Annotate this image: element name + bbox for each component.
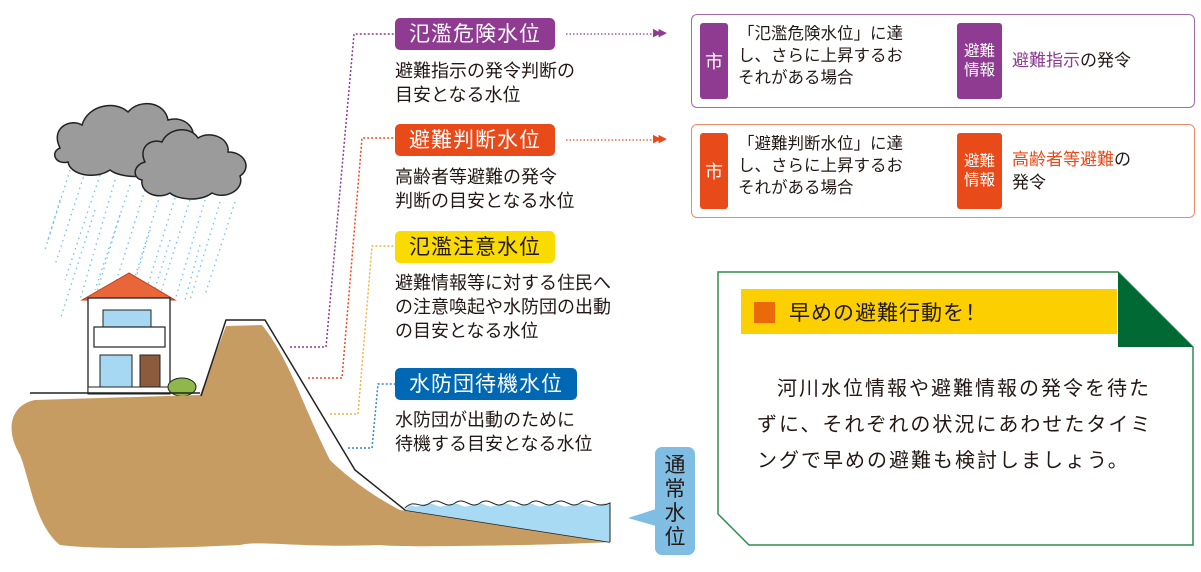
desc-line: 高齢者等避難の発令 [395, 167, 557, 188]
condition-line: し、さらに上昇するお [738, 156, 903, 175]
info-label-line: 情報 [963, 171, 995, 189]
rain [44, 169, 236, 321]
desc-line: の目安となる水位 [395, 321, 539, 342]
tag-char: 常 [664, 477, 686, 501]
normal-water-level-tag: 通 常 水 位 [655, 447, 695, 555]
info-label-line: 情報 [963, 61, 995, 79]
alert-result: 避難指示の発令 [1012, 50, 1131, 73]
result-line2: 発令 [1012, 173, 1046, 193]
square-bullet-icon [754, 302, 775, 323]
level-desc-flood-danger: 避難指示の発令判断の 目安となる水位 [395, 60, 575, 108]
condition-line: それがある場合 [738, 178, 854, 197]
city-badge: 市 [700, 133, 728, 209]
condition-line: し、さらに上昇するお [738, 46, 903, 65]
note-body: 河川水位情報や避難情報の発令を待たずに、それぞれの状況にあわせたタイミングで早め… [757, 376, 1153, 472]
double-arrow-icon: ▶▶ [653, 132, 667, 145]
info-label-line: 避難 [963, 42, 995, 60]
level-badge-standby: 水防団待機水位 [395, 368, 577, 400]
note-fold [1118, 272, 1193, 347]
tag-char: 通 [664, 453, 686, 477]
condition-line: 「氾濫危険水位」に達 [738, 24, 903, 43]
note-title: 早めの避難行動を！ [789, 301, 987, 325]
condition-line: それがある場合 [738, 68, 854, 87]
house-icon [30, 272, 200, 397]
double-arrow-icon: ▶▶ [653, 26, 667, 39]
tag-char: 水 [664, 501, 686, 525]
level-desc-flood-warning: 避難情報等に対する住民へ の注意喚起や水防団の出動 の目安となる水位 [395, 272, 611, 344]
result-highlight: 避難指示 [1012, 51, 1080, 71]
evacuation-info-badge: 避難 情報 [957, 133, 1002, 209]
level-badge-flood-warning: 氾濫注意水位 [395, 231, 555, 263]
alert-box-evacuation-order: 市 「氾濫危険水位」に達 し、さらに上昇するお それがある場合 避難 情報 避難… [691, 14, 1195, 108]
alert-condition: 「避難判断水位」に達 し、さらに上昇するお それがある場合 [738, 133, 903, 199]
desc-line: 避難情報等に対する住民へ [395, 273, 611, 294]
alert-result: 高齢者等避難の 発令 [1012, 149, 1131, 195]
condition-line: 「避難判断水位」に達 [738, 134, 903, 153]
info-label-line: 避難 [963, 152, 995, 170]
desc-line: 判断の目安となる水位 [395, 191, 575, 212]
desc-line: 避難指示の発令判断の [395, 61, 575, 82]
evacuation-info-badge: 避難 情報 [957, 23, 1002, 99]
result-rest: の [1114, 150, 1131, 170]
river-water [405, 503, 610, 542]
alert-box-elderly-evacuation: 市 「避難判断水位」に達 し、さらに上昇するお それがある場合 避難 情報 高齢… [691, 124, 1195, 218]
city-badge: 市 [700, 23, 728, 99]
desc-line: 水防団が出動のために [395, 410, 575, 431]
desc-line: 待機する目安となる水位 [395, 434, 593, 455]
level-desc-standby: 水防団が出動のために 待機する目安となる水位 [395, 409, 592, 457]
result-highlight: 高齢者等避難 [1012, 150, 1114, 170]
alert-condition: 「氾濫危険水位」に達 し、さらに上昇するお それがある場合 [738, 23, 903, 89]
level-desc-evacuation-judgment: 高齢者等避難の発令 判断の目安となる水位 [395, 166, 574, 214]
level-badge-flood-danger: 氾濫危険水位 [395, 18, 555, 50]
tag-char: 位 [664, 525, 686, 549]
levee-soil [11, 325, 610, 549]
leader-lines [290, 33, 395, 449]
desc-line: 目安となる水位 [395, 85, 521, 106]
level-badge-evacuation-judgment: 避難判断水位 [395, 124, 555, 156]
note-title-bar: 早めの避難行動を！ [741, 289, 1117, 334]
normal-level-pointer [628, 509, 656, 526]
result-rest: の発令 [1080, 51, 1131, 71]
desc-line: の注意喚起や水防団の出動 [395, 297, 611, 318]
cloud-icon [53, 102, 247, 200]
